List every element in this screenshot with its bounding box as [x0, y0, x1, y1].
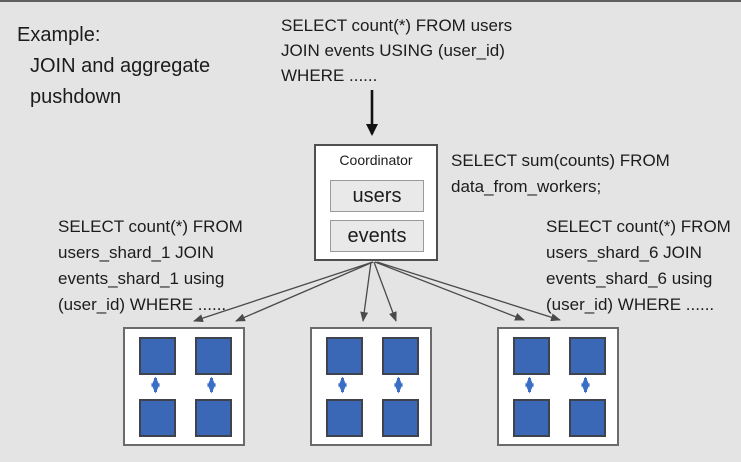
- shard-square: [569, 337, 606, 375]
- shard-6-query-text: SELECT count(*) FROM users_shard_6 JOIN …: [546, 214, 731, 318]
- shard-square: [195, 399, 232, 437]
- shard-square: [139, 399, 176, 437]
- fanout-arrow-icon: [376, 261, 561, 322]
- worker-node-1: [123, 327, 245, 446]
- query-line: (user_id) WHERE ......: [546, 295, 715, 314]
- query-line: events_shard_1 using: [58, 269, 225, 288]
- coordinator-node: Coordinator users events: [314, 144, 438, 261]
- heading-line: pushdown: [30, 86, 122, 108]
- heading-line: JOIN and aggregate: [30, 55, 211, 77]
- shard-square: [139, 337, 176, 375]
- query-line: (user_id) WHERE ......: [58, 295, 227, 314]
- shard-square: [382, 337, 419, 375]
- query-line: WHERE ......: [281, 66, 378, 85]
- slide-heading: Example: JOIN and aggregate pushdown: [17, 20, 210, 113]
- shard-square: [569, 399, 606, 437]
- incoming-query-text: SELECT count(*) FROM users JOIN events U…: [281, 13, 512, 88]
- shard-square: [513, 399, 550, 437]
- fanout-arrow-icon: [374, 261, 525, 321]
- query-line: users_shard_6 JOIN: [546, 243, 702, 262]
- coordinator-label: Coordinator: [339, 152, 413, 168]
- fanout-arrow-icon: [373, 261, 397, 322]
- shard-square: [195, 337, 232, 375]
- shard-square: [326, 399, 363, 437]
- shard-1-query-text: SELECT count(*) FROM users_shard_1 JOIN …: [58, 214, 243, 318]
- query-line: users_shard_1 JOIN: [58, 243, 214, 262]
- shard-square: [382, 399, 419, 437]
- events-table: events: [330, 220, 424, 252]
- worker-node-3: [497, 327, 619, 446]
- worker-node-2: [310, 327, 432, 446]
- shard-square: [513, 337, 550, 375]
- fanout-arrow-icon: [360, 261, 372, 322]
- coordinator-aggregate-query-text: SELECT sum(counts) FROM data_from_worker…: [451, 148, 670, 200]
- users-table: users: [330, 180, 424, 212]
- query-line: data_from_workers;: [451, 177, 602, 196]
- query-line: JOIN events USING (user_id): [281, 41, 505, 60]
- query-line: SELECT count(*) FROM: [58, 217, 243, 236]
- query-line: events_shard_6 using: [546, 269, 713, 288]
- query-line: SELECT count(*) FROM users: [281, 16, 513, 35]
- query-line: SELECT sum(counts) FROM: [451, 151, 670, 170]
- fanout-arrow-icon: [235, 261, 374, 322]
- heading-line: Example:: [17, 24, 101, 46]
- shard-square: [326, 337, 363, 375]
- query-line: SELECT count(*) FROM: [546, 217, 731, 236]
